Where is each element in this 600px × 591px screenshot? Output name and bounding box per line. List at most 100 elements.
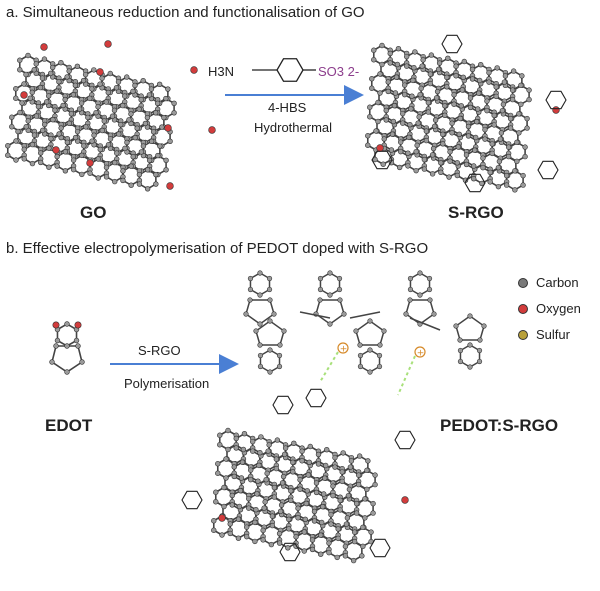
- carbon-atom: [136, 171, 143, 178]
- carbon-atom: [243, 533, 250, 540]
- carbon-atom: [313, 480, 320, 486]
- interaction-dash: [397, 355, 416, 396]
- carbon-atom: [342, 543, 349, 550]
- carbon-atom: [73, 337, 80, 344]
- carbon-atom: [109, 113, 116, 119]
- carbon-atom: [383, 107, 389, 114]
- carbon-atom: [507, 125, 514, 131]
- carbon-atom: [112, 159, 118, 166]
- carbon-atom: [447, 149, 453, 155]
- carbon-atom: [89, 86, 95, 92]
- carbon-atom: [380, 161, 386, 167]
- carbon-atom: [315, 461, 322, 467]
- carbon-atom: [518, 82, 524, 89]
- carbon-atom: [369, 85, 375, 91]
- carbon-atom: [502, 73, 509, 79]
- dioxane-ring: [359, 349, 381, 373]
- carbon-atom: [245, 505, 252, 511]
- carbon-atom: [267, 347, 273, 353]
- carbon-atom: [295, 515, 301, 521]
- carbon-atom: [25, 52, 31, 59]
- carbon-atom: [346, 486, 353, 493]
- carbon-atom: [130, 154, 136, 160]
- carbon-atom: [332, 454, 338, 461]
- carbon-atom: [339, 469, 345, 475]
- carbon-atom: [487, 169, 493, 176]
- carbon-atom: [255, 478, 261, 484]
- carbon-atom: [393, 74, 400, 80]
- carbon-atom: [317, 297, 323, 303]
- carbon-atom: [128, 111, 134, 117]
- benzene-ring: [441, 34, 463, 54]
- carbon-atom: [392, 90, 399, 96]
- carbon-atom: [78, 100, 85, 106]
- carbon-atom: [29, 160, 36, 167]
- carbon-atom: [282, 445, 289, 451]
- benzene-ring: [464, 173, 486, 193]
- carbon-atom: [340, 450, 346, 456]
- carbon-atom: [273, 456, 280, 462]
- carbon-atom: [29, 141, 36, 148]
- carbon-atom: [319, 519, 325, 526]
- carbon-atom: [245, 495, 252, 502]
- carbon-atom: [260, 537, 266, 543]
- carbon-atom: [403, 53, 410, 60]
- carbon-atom: [482, 126, 488, 133]
- carbon-dot-icon: [518, 277, 528, 288]
- carbon-atom: [353, 328, 359, 334]
- carbon-atom: [427, 71, 434, 77]
- carbon-atom: [17, 109, 23, 116]
- carbon-atom: [157, 143, 163, 149]
- plus-sign: +: [417, 349, 425, 359]
- carbon-atom: [313, 489, 320, 496]
- carbon-atom: [49, 64, 56, 71]
- carbon-atom: [399, 120, 406, 126]
- carbon-atom: [290, 459, 296, 465]
- oxygen-atom: [86, 159, 94, 167]
- carbon-atom: [153, 181, 159, 187]
- carbon-atom: [112, 178, 118, 185]
- carbon-atom: [444, 84, 450, 90]
- carbon-atom: [421, 156, 428, 163]
- carbon-atom: [5, 143, 11, 149]
- carbon-atom: [257, 352, 264, 359]
- carbon-atom: [64, 343, 70, 349]
- carbon-atom: [74, 128, 81, 135]
- bond: [349, 311, 381, 319]
- srgo-sheet-bottom: [211, 427, 409, 564]
- carbon-atom: [480, 164, 486, 171]
- carbon-atom: [31, 67, 37, 73]
- oxygen-atom: [40, 43, 48, 51]
- carbon-atom: [229, 502, 235, 508]
- carbon-atom: [146, 157, 153, 164]
- carbon-atom: [486, 79, 492, 85]
- carbon-atom: [171, 100, 177, 107]
- carbon-atom: [271, 494, 278, 500]
- carbon-atom: [252, 538, 258, 545]
- carbon-atom: [299, 448, 305, 454]
- carbon-atom: [411, 64, 417, 71]
- carbon-atom: [421, 166, 428, 172]
- carbon-atom: [293, 534, 299, 540]
- carbon-atom: [467, 342, 473, 348]
- benzene-ring: [181, 490, 203, 510]
- carbon-atom: [83, 124, 89, 130]
- thiophene-ring: [315, 299, 345, 325]
- carbon-atom: [140, 143, 147, 149]
- carbon-atom: [427, 297, 433, 303]
- carbon-atom: [408, 106, 414, 112]
- carbon-atom: [477, 337, 483, 343]
- carbon-atom: [148, 86, 155, 92]
- carbon-atom: [99, 75, 105, 81]
- carbon-atom: [388, 147, 395, 153]
- carbon-atom: [306, 459, 312, 465]
- carbon-atom: [423, 137, 430, 144]
- arrow-a-text-1: 4-HBS: [268, 100, 307, 115]
- carbon-atom: [113, 85, 120, 91]
- carbon-atom: [221, 503, 227, 510]
- carbon-atom: [91, 132, 97, 138]
- carbon-atom: [257, 342, 263, 348]
- carbon-atom: [321, 491, 327, 497]
- carbon-atom: [95, 156, 101, 162]
- plus-sign: +: [340, 345, 348, 355]
